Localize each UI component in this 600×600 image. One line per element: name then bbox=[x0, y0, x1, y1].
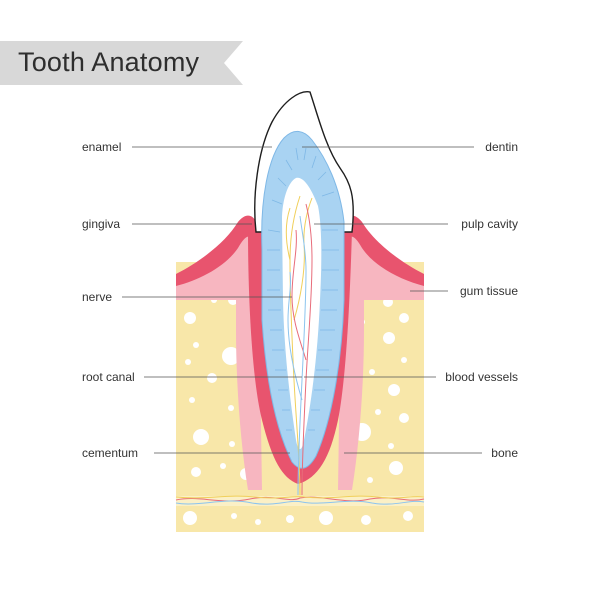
label-root-canal: root canal bbox=[82, 370, 135, 384]
label-gum-tissue: gum tissue bbox=[459, 284, 518, 298]
leader-lines bbox=[122, 146, 482, 454]
label-enamel: enamel bbox=[82, 140, 122, 154]
label-cementum: cementum bbox=[82, 446, 139, 460]
dentin-tubules bbox=[267, 147, 339, 431]
pulp-nerves-vessels bbox=[285, 195, 313, 496]
title-banner: Tooth Anatomy bbox=[0, 41, 246, 85]
label-nerve: nerve bbox=[82, 290, 113, 304]
gum-tissue bbox=[176, 215, 424, 490]
label-pulp-cavity: pulp cavity bbox=[461, 217, 518, 231]
label-bone: bone bbox=[491, 446, 518, 460]
label-gingiva: gingiva bbox=[82, 217, 121, 231]
title-banner-shape bbox=[0, 41, 243, 85]
label-blood-vessels: blood vessels bbox=[445, 370, 518, 384]
page-title: Tooth Anatomy bbox=[18, 47, 200, 77]
label-dentin: dentin bbox=[485, 140, 518, 154]
